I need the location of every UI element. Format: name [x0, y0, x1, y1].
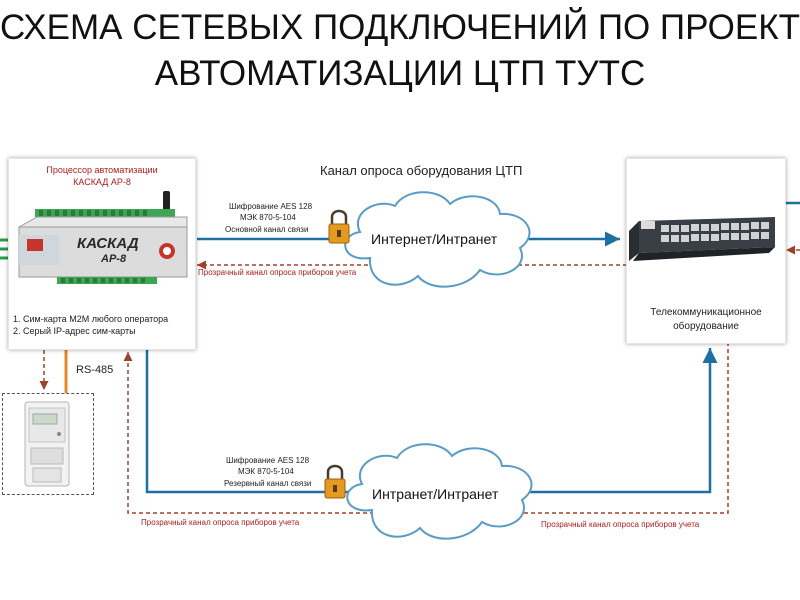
main-link-name: Основной канал связи — [225, 225, 309, 234]
intranet-cloud — [346, 443, 533, 540]
intranet-cloud-label: Интранет/Интранет — [372, 486, 499, 502]
backup-link-name: Резервный канал связи — [224, 479, 312, 488]
processor-caption-line1: Процессор автоматизации — [46, 165, 158, 175]
processor-caption-line2: КАСКАД АР-8 — [73, 177, 131, 187]
internet-cloud — [344, 191, 531, 288]
telecom-card: Телекоммуникационное оборудование — [626, 158, 786, 344]
channel-heading: Канал опроса оборудования ЦТП — [320, 163, 523, 178]
internet-cloud-label: Интернет/Интранет — [371, 231, 498, 247]
backup-encryption-line1: Шифрование AES 128 — [226, 456, 310, 465]
backup-encryption-line2: МЭК 870-5-104 — [238, 467, 294, 476]
main-transparent-label: Прозрачный канал опроса приборов учета — [198, 268, 357, 277]
network-switch-image — [629, 213, 779, 263]
processor-device-image: КАСКАД АР-8 — [17, 191, 191, 299]
main-encryption-line2: МЭК 870-5-104 — [240, 213, 296, 222]
rs485-label: RS-485 — [76, 364, 114, 376]
backup-transparent-label-right: Прозрачный канал опроса приборов учета — [541, 520, 700, 529]
processor-device-model: АР-8 — [101, 253, 127, 265]
lock-icon-main — [328, 209, 350, 244]
processor-note-1: 1. Сим-карта M2M любого оператора — [13, 314, 169, 324]
page-title-line2: АВТОМАТИЗАЦИИ ЦТП ТУТС — [154, 54, 646, 93]
telecom-label-line1: Телекоммуникационное — [650, 307, 762, 318]
processor-note-2: 2. Серый IP-адрес сим-карты — [13, 326, 136, 336]
main-encryption-line1: Шифрование AES 128 — [229, 202, 313, 211]
lock-icon-backup — [324, 464, 346, 499]
meter-card — [2, 393, 94, 495]
page-title-line1: СХЕМА СЕТЕВЫХ ПОДКЛЮЧЕНИЙ ПО ПРОЕКТУ — [0, 8, 800, 47]
telecom-label-line2: оборудование — [673, 321, 739, 332]
processor-device-brand: КАСКАД — [77, 235, 139, 252]
electricity-meter-icon — [24, 401, 70, 487]
processor-card: Процессор автоматизации КАСКАД АР-8 — [8, 158, 196, 350]
backup-transparent-label-left: Прозрачный канал опроса приборов учета — [141, 518, 300, 527]
